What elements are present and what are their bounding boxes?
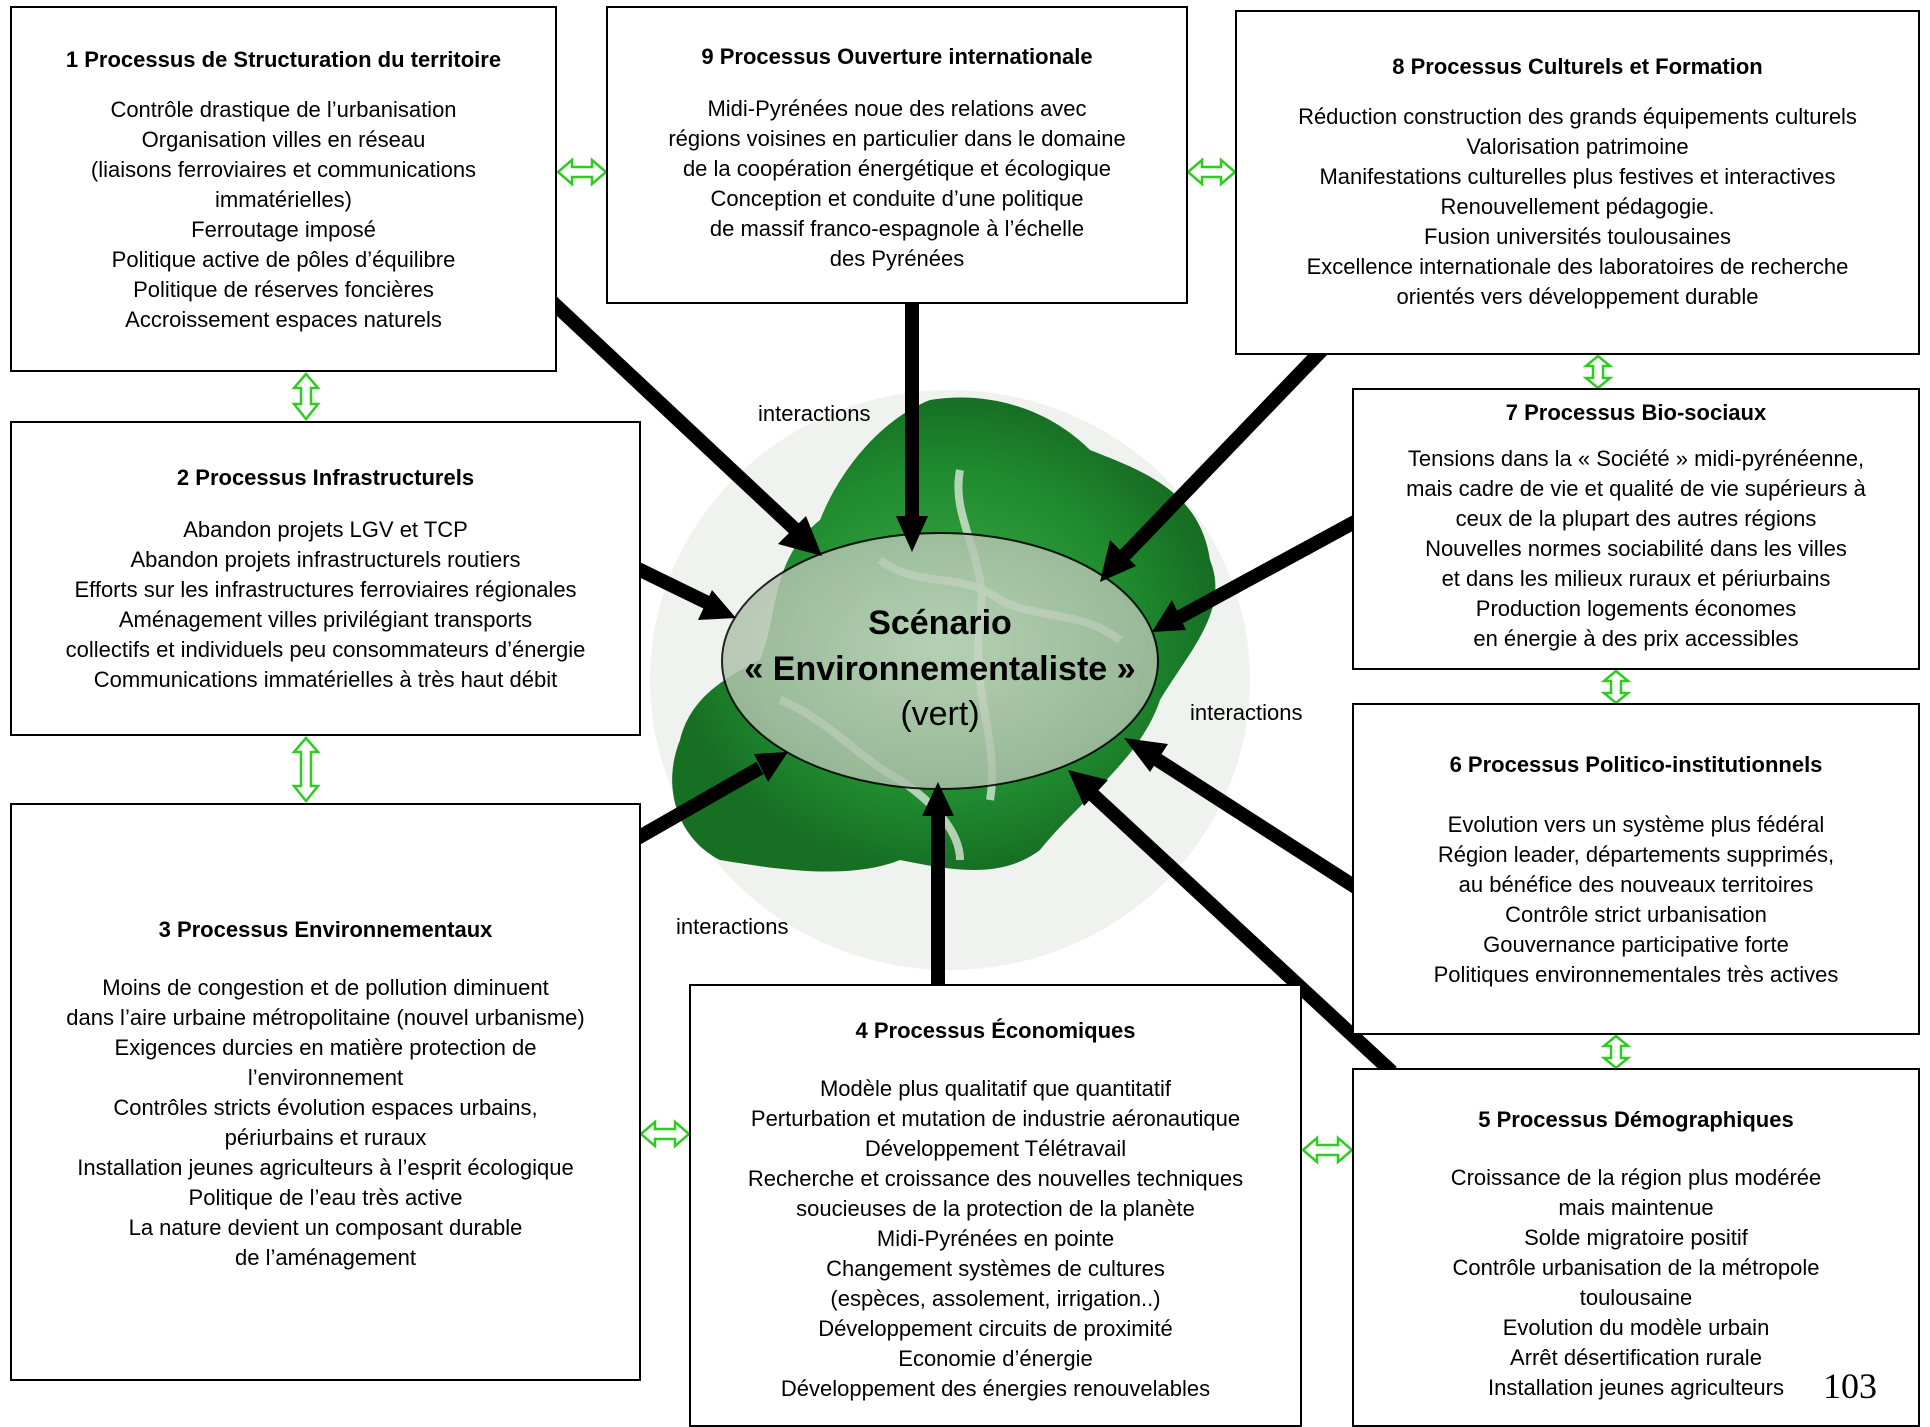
box-title: 4 Processus Économiques xyxy=(855,1018,1136,1043)
box-line: Communications immatérielles à très haut… xyxy=(93,667,558,692)
box-line: Installation jeunes agriculteurs à l’esp… xyxy=(77,1155,574,1180)
scenario-title: Scénario xyxy=(868,604,1012,642)
box-line: des Pyrénées xyxy=(829,246,965,271)
box-line: mais cadre de vie et qualité de vie supé… xyxy=(1406,476,1866,501)
process-box-politico-institutionnels: 6 Processus Politico-institutionnels Evo… xyxy=(1352,703,1920,1035)
process-box-ouverture-internationale: 9 Processus Ouverture internationale Mid… xyxy=(606,6,1188,304)
box-title: 6 Processus Politico-institutionnels xyxy=(1449,752,1823,777)
box-line: Changement systèmes de cultures xyxy=(826,1256,1165,1281)
box-line: Economie d’énergie xyxy=(898,1346,1093,1371)
double-arrows xyxy=(291,157,1632,1165)
box-line: l’environnement xyxy=(247,1065,404,1090)
scenario-color: (vert) xyxy=(900,695,980,733)
box-line: orientés vers développement durable xyxy=(1396,284,1759,309)
box-line: Renouvellement pédagogie. xyxy=(1440,194,1715,219)
process-box-demographiques: 5 Processus Démographiques Croissance de… xyxy=(1352,1068,1920,1427)
box-line: Modèle plus qualitatif que quantitatif xyxy=(819,1076,1171,1101)
box-line: Installation jeunes agriculteurs xyxy=(1488,1375,1784,1400)
process-box-bio-sociaux: 7 Processus Bio-sociaux Tensions dans la… xyxy=(1352,388,1920,670)
box-title: 8 Processus Culturels et Formation xyxy=(1392,54,1763,79)
interactions-label: interactions xyxy=(758,401,871,426)
box-line: Gouvernance participative forte xyxy=(1483,932,1789,957)
box-line: Production logements économes xyxy=(1475,596,1797,621)
box-line: Midi-Pyrénées en pointe xyxy=(876,1226,1115,1251)
box-line: toulousaine xyxy=(1579,1285,1693,1310)
box-line: (liaisons ferroviaires et communications xyxy=(90,157,477,182)
interactions-label: interactions xyxy=(676,914,789,939)
process-box-environnementaux: 3 Processus Environnementaux Moins de co… xyxy=(10,803,641,1381)
box-line: Politiques environnementales très active… xyxy=(1433,962,1839,987)
box-line: immatérielles) xyxy=(215,187,352,212)
process-box-culturels-formation: 8 Processus Culturels et Formation Réduc… xyxy=(1235,10,1920,355)
box-line: Abandon projets LGV et TCP xyxy=(183,517,468,542)
box-line: Solde migratoire positif xyxy=(1524,1225,1748,1250)
box-line: Moins de congestion et de pollution dimi… xyxy=(102,975,549,1000)
box-line: en énergie à des prix accessibles xyxy=(1473,626,1799,651)
box-line: Organisation villes en réseau xyxy=(141,127,426,152)
box-line: Région leader, départements supprimés, xyxy=(1437,842,1835,867)
box-title: 9 Processus Ouverture internationale xyxy=(701,44,1093,69)
box-line: Nouvelles normes sociabilité dans les vi… xyxy=(1425,536,1847,561)
box-line: Efforts sur les infrastructures ferrovia… xyxy=(74,577,577,602)
box-line: Midi-Pyrénées noue des relations avec xyxy=(707,96,1087,121)
box-line: Recherche et croissance des nouvelles te… xyxy=(747,1166,1244,1191)
box-line: Manifestations culturelles plus festives… xyxy=(1319,164,1836,189)
process-box-economiques: 4 Processus Économiques Modèle plus qual… xyxy=(689,984,1302,1427)
box-line: Valorisation patrimoine xyxy=(1466,134,1689,159)
box-line: Accroissement espaces naturels xyxy=(125,307,442,332)
box-line: Exigences durcies en matière protection … xyxy=(114,1035,537,1060)
box-line: Aménagement villes privilégiant transpor… xyxy=(118,607,533,632)
box-line: Contrôle urbanisation de la métropole xyxy=(1452,1255,1820,1280)
box-line: collectifs et individuels peu consommate… xyxy=(65,637,586,662)
box-line: Evolution vers un système plus fédéral xyxy=(1447,812,1825,837)
box-line: Perturbation et mutation de industrie aé… xyxy=(750,1106,1241,1131)
box-line: (espèces, assolement, irrigation..) xyxy=(830,1286,1161,1311)
box-line: périurbains et ruraux xyxy=(224,1125,427,1150)
box-line: Politique de réserves foncières xyxy=(133,277,434,302)
page-number: 103 xyxy=(1823,1366,1877,1406)
box-title: 5 Processus Démographiques xyxy=(1478,1107,1794,1132)
box-line: Contrôle strict urbanisation xyxy=(1505,902,1767,927)
box-line: Croissance de la région plus modérée xyxy=(1450,1165,1822,1190)
box-line: Politique de l’eau très active xyxy=(188,1185,463,1210)
box-line: mais maintenue xyxy=(1558,1195,1714,1220)
box-line: Politique active de pôles d’équilibre xyxy=(111,247,456,272)
process-box-infrastructurels: 2 Processus Infrastructurels Abandon pro… xyxy=(10,421,641,736)
box-line: dans l’aire urbaine métropolitaine (nouv… xyxy=(66,1005,585,1030)
box-line: Abandon projets infrastructurels routier… xyxy=(130,547,521,572)
box-line: Contrôle drastique de l’urbanisation xyxy=(110,97,457,122)
box-line: Ferroutage imposé xyxy=(191,217,376,242)
box-line: de massif franco-espagnole à l’échelle xyxy=(709,216,1085,241)
box-line: et dans les milieux ruraux et périurbain… xyxy=(1441,566,1831,591)
box-line: Développement circuits de proximité xyxy=(818,1316,1173,1341)
box-line: ceux de la plupart des autres régions xyxy=(1455,506,1817,531)
central-scenario-label: Scénario « Environnementaliste » (vert) xyxy=(700,600,1180,736)
box-line: Contrôles stricts évolution espaces urba… xyxy=(113,1095,538,1120)
box-line: Réduction construction des grands équipe… xyxy=(1298,104,1857,129)
box-line: de l’aménagement xyxy=(234,1245,416,1270)
box-line: au bénéfice des nouveaux territoires xyxy=(1458,872,1814,897)
interactions-label: interactions xyxy=(1190,700,1303,725)
box-line: Tensions dans la « Société » midi-pyréné… xyxy=(1407,446,1865,471)
box-title: 1 Processus de Structuration du territoi… xyxy=(65,47,502,72)
box-line: Evolution du modèle urbain xyxy=(1502,1315,1770,1340)
scenario-name: « Environnementaliste » xyxy=(744,650,1136,688)
box-line: Arrêt désertification rurale xyxy=(1510,1345,1762,1370)
box-line: La nature devient un composant durable xyxy=(128,1215,523,1240)
influence-arrows xyxy=(543,278,1397,1078)
box-line: Conception et conduite d’une politique xyxy=(710,186,1084,211)
box-line: Fusion universités toulousaines xyxy=(1424,224,1731,249)
box-line: de la coopération énergétique et écologi… xyxy=(682,156,1112,181)
box-line: Excellence internationale des laboratoir… xyxy=(1306,254,1849,279)
box-line: soucieuses de la protection de la planèt… xyxy=(796,1196,1195,1221)
box-line: régions voisines en particulier dans le … xyxy=(668,126,1126,151)
box-line: Développement des énergies renouvelables xyxy=(780,1376,1211,1401)
box-title: 7 Processus Bio-sociaux xyxy=(1505,400,1767,425)
process-box-structuration: 1 Processus de Structuration du territoi… xyxy=(10,6,557,372)
box-line: Développement Télétravail xyxy=(864,1136,1127,1161)
box-title: 3 Processus Environnementaux xyxy=(158,917,493,942)
box-title: 2 Processus Infrastructurels xyxy=(176,465,475,490)
